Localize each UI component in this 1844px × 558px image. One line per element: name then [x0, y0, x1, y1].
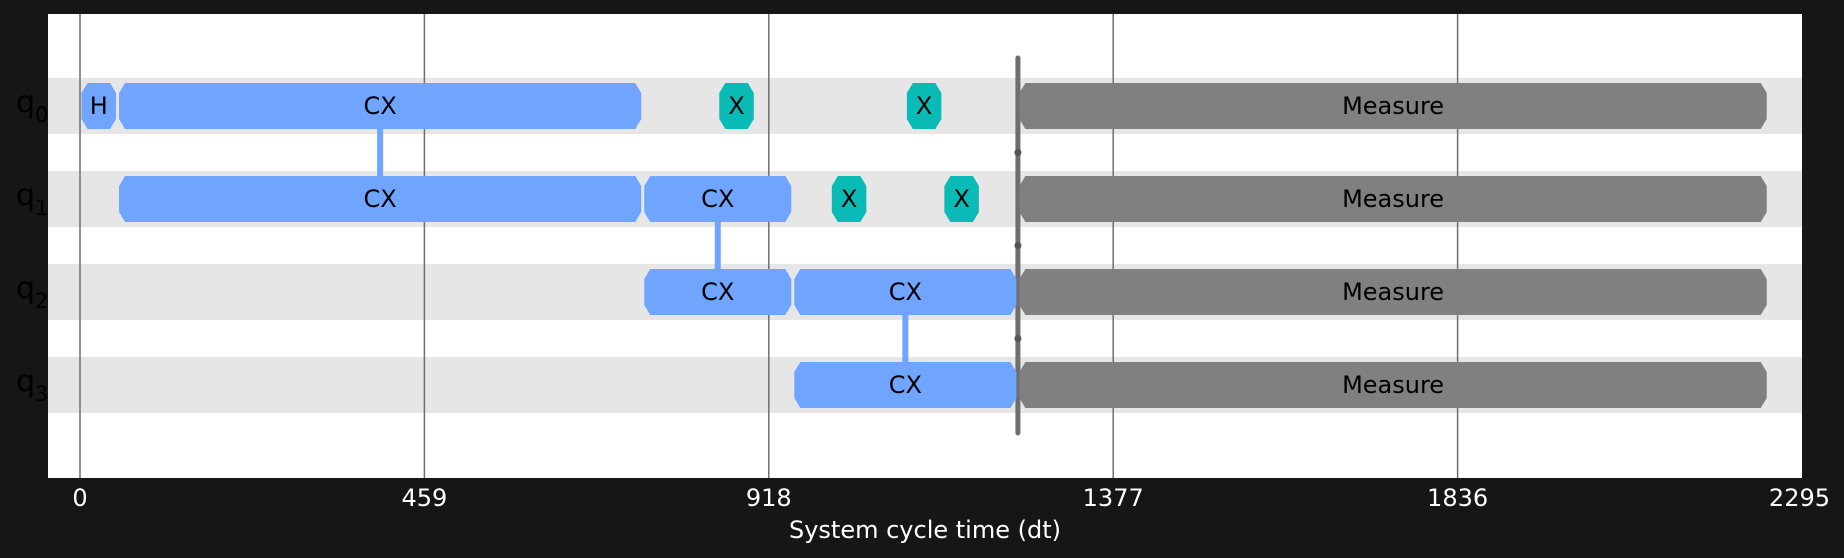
- gate-label: CX: [364, 185, 397, 213]
- x-axis-label: System cycle time (dt): [789, 516, 1061, 544]
- gate-label: X: [953, 185, 969, 213]
- barrier-marker-2: [1014, 335, 1022, 342]
- gate-cx-q1: [119, 176, 642, 222]
- gate-label: X: [728, 92, 744, 120]
- gate-cx-q3: [794, 362, 1017, 408]
- gate-label: CX: [889, 371, 922, 399]
- gate-measure-q1: [1019, 176, 1767, 222]
- gate-measure-q3: [1019, 362, 1767, 408]
- x-tick-label: 1377: [1083, 484, 1144, 512]
- qubit-index: 2: [35, 289, 48, 313]
- qubit-index: 0: [35, 103, 48, 127]
- gate-label: X: [841, 185, 857, 213]
- x-tick-label: 2295: [1769, 484, 1830, 512]
- barrier: [1014, 55, 1022, 436]
- gate-label: CX: [889, 278, 922, 306]
- barrier-marker-0: [1014, 149, 1022, 156]
- x-tick-label: 918: [746, 484, 792, 512]
- gate-x-q1: [944, 176, 979, 222]
- gate-cx-q2: [794, 269, 1017, 315]
- qubit-index: 1: [35, 196, 48, 220]
- gate-label: Measure: [1342, 92, 1444, 120]
- gate-x-q1: [831, 176, 867, 222]
- gate-h-q0: [81, 83, 117, 129]
- qubit-index: 3: [35, 382, 48, 406]
- x-tick-labels: 0 459 918 1377 1836 2295: [72, 484, 1830, 512]
- gate-x-q0: [719, 83, 754, 129]
- gate-measure-q0: [1019, 83, 1767, 129]
- gate-label: Measure: [1342, 185, 1444, 213]
- gate-label: CX: [701, 185, 734, 213]
- barrier-marker-1: [1014, 242, 1022, 249]
- gate-label: CX: [364, 92, 397, 120]
- gate-cx-q2: [644, 269, 792, 315]
- x-tick-label: 459: [401, 484, 447, 512]
- gate-label: CX: [701, 278, 734, 306]
- gate-label: X: [916, 92, 932, 120]
- gate-label: Measure: [1342, 278, 1444, 306]
- gate-cx-q1: [644, 176, 792, 222]
- gate-label: H: [90, 92, 108, 120]
- x-tick-label: 1836: [1427, 484, 1488, 512]
- gate-label: Measure: [1342, 371, 1444, 399]
- gate-cx-q0: [119, 83, 642, 129]
- gate-x-q0: [906, 83, 942, 129]
- x-tick-label: 0: [72, 484, 87, 512]
- gate-measure-q2: [1019, 269, 1767, 315]
